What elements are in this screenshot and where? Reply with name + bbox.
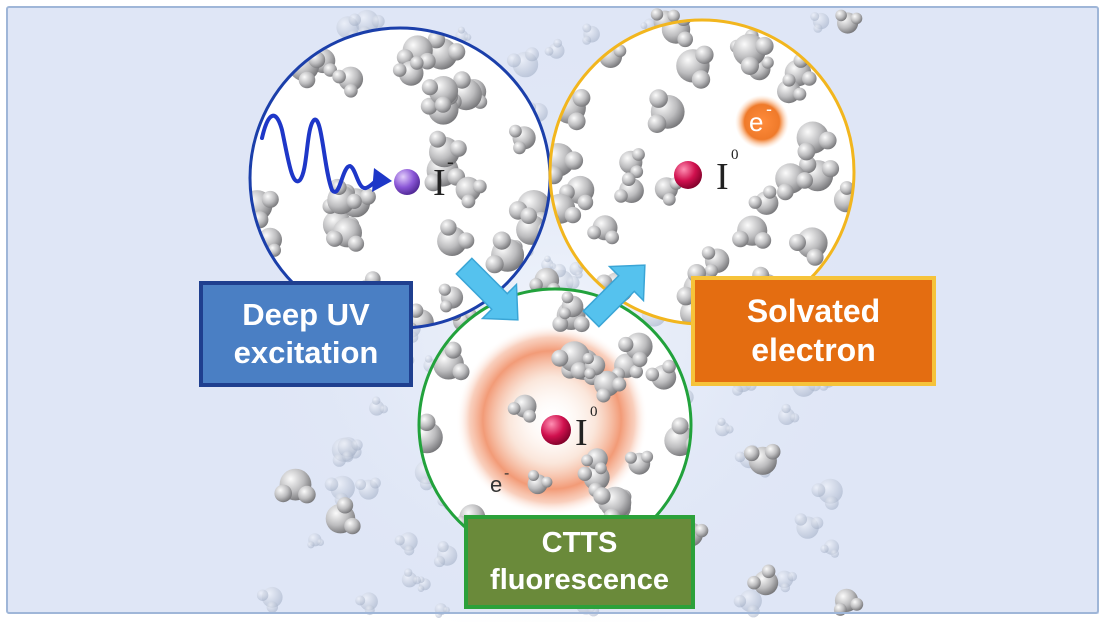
water-molecule-icon <box>551 341 590 380</box>
water-molecule-icon <box>326 218 365 252</box>
label-line: Deep UV <box>242 297 370 333</box>
figure-frame <box>6 6 1099 614</box>
water-molecule-icon <box>401 568 421 588</box>
iodine-atom-icon <box>674 161 702 189</box>
label-line: excitation <box>233 335 379 370</box>
water-molecule-icon <box>748 185 779 215</box>
water-molecule-icon <box>587 215 619 245</box>
water-molecule-icon <box>796 121 837 161</box>
water-molecule-icon <box>527 470 553 495</box>
solvated-electron-charge: - <box>766 99 772 119</box>
water-molecule-icon <box>256 586 283 613</box>
water-molecule-icon <box>775 163 813 201</box>
water-molecule-icon <box>624 450 654 475</box>
water-molecule-icon <box>701 246 730 278</box>
water-molecule-icon <box>507 394 537 423</box>
water-molecule-icon <box>789 227 828 266</box>
water-molecule-icon <box>559 175 595 211</box>
water-molecule-icon <box>676 45 714 89</box>
flow-arrow-icon <box>455 257 519 321</box>
iodine-charge: 0 <box>731 147 739 163</box>
water-molecule-icon <box>811 478 843 510</box>
ctts-electron-symbol: e <box>490 472 502 497</box>
water-molecule-icon <box>747 564 779 596</box>
electron-glow-icon <box>735 95 789 149</box>
water-molecule-icon <box>438 283 464 313</box>
water-molecule-icon <box>559 291 584 320</box>
iodine-atom-icon <box>541 415 571 445</box>
water-molecule-icon <box>455 176 487 209</box>
water-molecule-icon <box>594 370 627 403</box>
water-molecule-icon <box>581 448 608 475</box>
water-molecule-icon <box>614 172 644 204</box>
water-molecule-icon <box>421 76 459 113</box>
water-molecule-icon <box>332 66 364 98</box>
water-molecule-icon <box>509 124 536 155</box>
water-molecule-icon <box>582 352 606 380</box>
water-molecule-icon <box>355 477 381 500</box>
label-line: CTTS <box>541 526 618 559</box>
label-line: fluorescence <box>490 564 669 596</box>
water-molecule-icon <box>647 89 685 133</box>
water-molecule-icon <box>337 437 363 463</box>
water-molecule-icon <box>325 497 361 535</box>
water-molecule-icon <box>833 588 864 616</box>
water-molecule-icon <box>433 341 470 381</box>
water-molecule-icon <box>820 539 840 558</box>
iodide-ion-icon <box>394 169 420 195</box>
ctts-iodine-charge: 0 <box>590 404 598 420</box>
photon-arrowhead-icon <box>372 168 392 192</box>
water-molecule-icon <box>582 23 600 45</box>
water-molecule-icon <box>419 413 443 454</box>
water-molecule-icon <box>618 332 653 368</box>
water-molecule-icon <box>394 532 418 556</box>
photon-wave-icon <box>260 114 380 194</box>
water-molecule-icon <box>392 56 424 86</box>
iodide-charge: - <box>447 151 454 173</box>
deep-uv-excitation-label: Deep UV excitation <box>199 281 413 387</box>
water-molecule-icon <box>544 38 565 59</box>
ctts-fluorescence-label: CTTS fluorescence <box>464 515 695 609</box>
iodide-symbol: I <box>433 162 446 204</box>
water-molecule-icon <box>835 9 863 34</box>
solvated-electron-symbol: e <box>749 107 763 137</box>
label-line: electron <box>751 332 876 368</box>
water-molecule-icon <box>645 359 677 390</box>
water-molecule-icon <box>778 403 800 425</box>
water-molecule-icon <box>485 231 525 274</box>
water-molecule-icon <box>733 589 762 618</box>
water-molecule-icon <box>777 73 807 104</box>
water-molecule-icon <box>433 541 458 568</box>
water-molecule-icon <box>810 12 830 33</box>
solvated-electron-label: Solvated electron <box>691 276 936 386</box>
water-molecule-icon <box>437 219 475 256</box>
water-molecule-icon <box>743 443 781 475</box>
water-molecule-icon <box>619 148 645 179</box>
water-molecule-icon <box>307 533 324 549</box>
water-molecule-icon <box>369 396 388 416</box>
water-molecule-icon <box>715 417 734 437</box>
ctts-electron-charge: - <box>504 465 509 482</box>
label-line: Solvated <box>746 292 881 329</box>
water-molecule-icon <box>550 143 584 185</box>
water-molecule-icon <box>775 570 797 593</box>
water-molecule-icon <box>274 468 316 504</box>
water-molecule-icon <box>429 130 467 168</box>
flow-arrow-icon <box>582 264 646 328</box>
water-molecule-icon <box>541 255 557 271</box>
ctts-iodine-symbol: I <box>575 412 588 454</box>
water-molecule-icon <box>732 215 772 249</box>
iodine-symbol: I <box>716 156 729 198</box>
water-molecule-icon <box>794 513 824 539</box>
water-molecule-icon <box>732 33 774 75</box>
water-molecule-icon <box>506 47 539 78</box>
